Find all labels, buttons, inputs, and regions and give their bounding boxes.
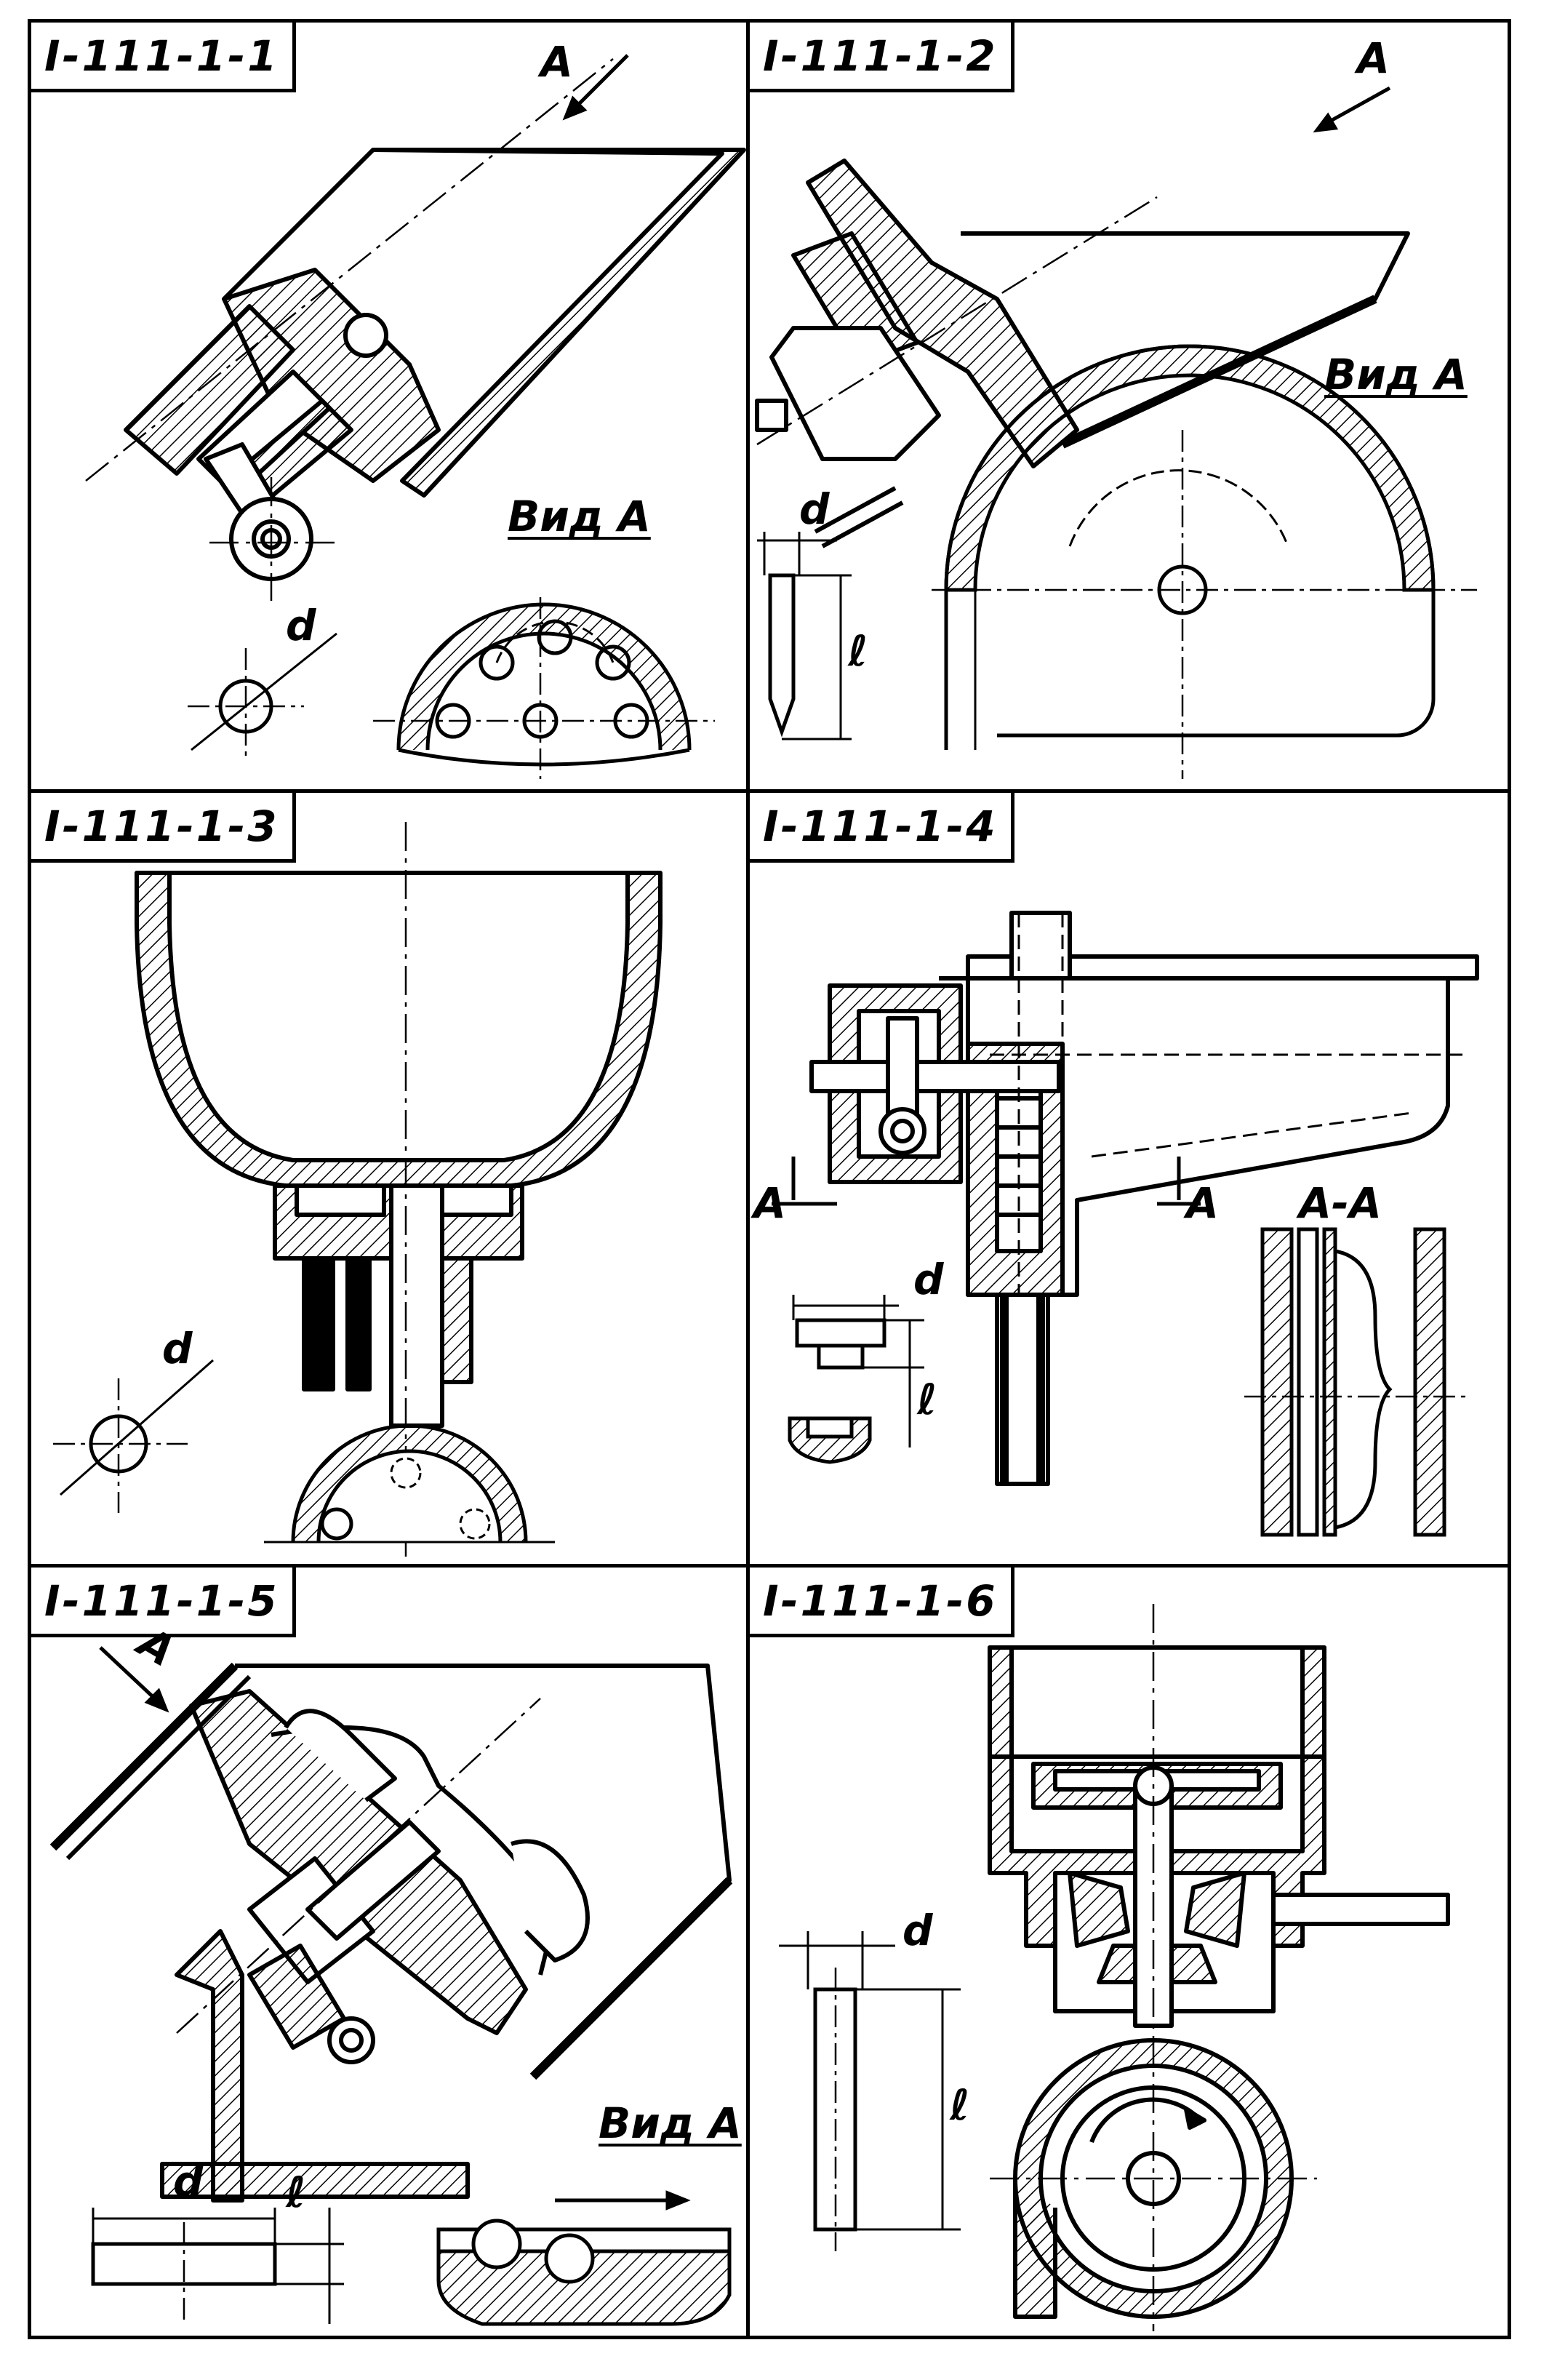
motor-body (769, 326, 941, 461)
panel-2: I-111-1-2 А Вид А d ℓ (750, 23, 1508, 789)
part-top (795, 1318, 886, 1348)
panel-2-view-label: Вид А (1324, 350, 1468, 399)
panel-1-arrow-label: А (540, 37, 573, 87)
panel-1-code: I-111-1-1 (31, 23, 296, 92)
horizontal-shaft (809, 1060, 1061, 1093)
panel-4: I-111-1-4 А А А-А d ℓ (750, 793, 1508, 1564)
panel-3-dim-d: d (162, 1324, 193, 1373)
shaft-center (389, 1183, 444, 1428)
panel-6: I-111-1-6 d ℓ (750, 1568, 1508, 2336)
bearing-flange (806, 159, 1079, 468)
stand-base (160, 2162, 470, 2199)
panel-6-drawing (779, 1604, 1450, 2331)
panel-6-dim-l: ℓ (950, 2080, 970, 2130)
roller (327, 2016, 375, 2064)
panel-2-drawing (755, 86, 1477, 779)
axis-line (85, 58, 614, 482)
panel-2-code: I-111-1-2 (750, 23, 1014, 92)
row-divider-2 (28, 1564, 1511, 1568)
stand (175, 1929, 244, 2203)
side-shaft (1271, 1893, 1450, 1926)
panel-2-dim-d: d (799, 484, 830, 534)
rotor-disk (189, 1689, 528, 2035)
panel-4-arrow-left: А (753, 1178, 786, 1228)
panel-2-arrow-label: А (1357, 33, 1390, 83)
panel-4-section-label: А-А (1299, 1178, 1382, 1228)
shaft-left (302, 1256, 335, 1391)
panel-4-code: I-111-1-4 (750, 793, 1014, 863)
column-divider (746, 19, 750, 2339)
panel-1-dim-d: d (286, 601, 316, 650)
view-a-plate (436, 2249, 732, 2326)
panel-6-code: I-111-1-6 (750, 1568, 1014, 1637)
hopper-wall (371, 148, 746, 498)
panel-2-dim-l: ℓ (848, 626, 868, 676)
panel-4-dim-l: ℓ (917, 1375, 937, 1424)
panel-3-drawing (53, 822, 663, 1557)
panel-5-drawing (49, 1646, 733, 2326)
panel-6-dim-d: d (902, 1906, 933, 1955)
panel-5-view-label: Вид А (599, 2099, 742, 2148)
panel-4-dim-d: d (913, 1255, 944, 1304)
cup (988, 1645, 1326, 1759)
panel-1: I-111-1-1 А Вид А d (31, 23, 746, 789)
sheet-frame (28, 19, 1511, 2339)
panel-5-dim-l: ℓ (286, 2168, 306, 2217)
panel-3-code: I-111-1-3 (31, 793, 296, 863)
panel-1-view-label: Вид А (508, 492, 651, 541)
panel-1-drawing (85, 54, 746, 779)
panel-4-arrow-right: А (1186, 1178, 1219, 1228)
panel-5-dim-d: d (173, 2157, 204, 2206)
roller (878, 1107, 926, 1155)
section-aa (1260, 1227, 1294, 1537)
trough (939, 976, 1450, 1297)
row-divider-1 (28, 789, 1511, 793)
panel-5-code: I-111-1-5 (31, 1568, 296, 1637)
panel-5: I-111-1-5 А Вид А d ℓ (31, 1568, 746, 2336)
panel-3: I-111-1-3 d (31, 793, 746, 1564)
pin-part (768, 573, 796, 738)
panel-4-drawing (772, 911, 1479, 1537)
